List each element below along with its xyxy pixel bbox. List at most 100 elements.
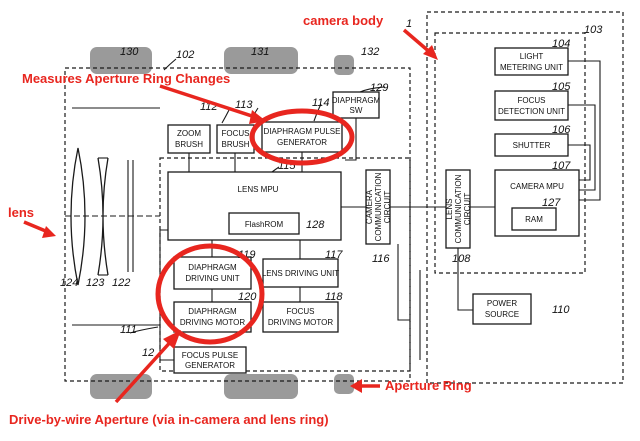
arrowhead-lens [42, 226, 56, 238]
block-camera-communication-circuit: CAMERA COMMUNICATION CIRCUIT [365, 169, 392, 245]
ref-130: 130 [120, 46, 139, 58]
optics [65, 107, 160, 326]
highlight-pulse-generator [249, 108, 355, 166]
ref-113: 113 [235, 99, 253, 111]
ref-117: 117 [325, 249, 343, 261]
block-flashrom: FlashROM [228, 212, 300, 235]
ccc-line2: COMMUNICATION [374, 172, 383, 241]
lmu-line1: LIGHT [520, 52, 544, 61]
lens-element-124 [70, 147, 86, 286]
ram-label: RAM [525, 215, 543, 224]
ldu-label: LENS DRIVING UNIT [262, 269, 339, 278]
ddm-line2: DRIVING MOTOR [180, 318, 245, 327]
ccc-line3: CIRCUIT [383, 191, 392, 224]
annotation-aperture-ring: Aperture Ring [385, 378, 472, 393]
focus-brush-line2: BRUSH [221, 140, 249, 149]
ref-108: 108 [452, 253, 471, 265]
block-focus-brush: FOCUS BRUSH [216, 124, 255, 154]
annotation-camera-body: camera body [303, 13, 384, 28]
ref-131: 131 [251, 46, 269, 58]
dsw-line2: SW [350, 106, 363, 115]
ref-106: 106 [552, 124, 571, 136]
fdm-line2: DRIVING MOTOR [268, 318, 333, 327]
fdu-line1: FOCUS [518, 96, 546, 105]
ref-124: 124 [60, 277, 78, 289]
ref-118: 118 [325, 291, 343, 303]
lens-rings [90, 47, 354, 399]
arrow-measures [159, 84, 259, 120]
ref-127: 127 [542, 197, 561, 209]
ref-128: 128 [306, 219, 325, 231]
camera-body-outline [426, 11, 624, 384]
block-lens-communication-circuit: LENS COMMUNICATION CIRCUIT [445, 169, 472, 249]
ref-104: 104 [552, 38, 570, 50]
ddm-line1: DIAPHRAGM [188, 307, 237, 316]
ref-120: 120 [238, 291, 257, 303]
focus-brush-line1: FOCUS [222, 129, 250, 138]
ring-131-top [224, 47, 298, 74]
fpg-line2: GENERATOR [185, 361, 235, 370]
fpg-line1: FOCUS PULSE [182, 351, 238, 360]
ps-line2: SOURCE [485, 310, 519, 319]
shutter-label: SHUTTER [513, 141, 551, 150]
ref-103: 103 [584, 24, 603, 36]
block-shutter: SHUTTER [494, 133, 569, 157]
dpg-line2: GENERATOR [277, 138, 327, 147]
block-diaphragm-sw: DIAPHRAGM SW [332, 91, 381, 119]
block-focus-detection-unit: FOCUS DETECTION UNIT [494, 90, 569, 121]
ref-123: 123 [86, 277, 105, 289]
lens-mpu-label: LENS MPU [238, 185, 279, 194]
ring-130-top [90, 47, 152, 74]
ref-107: 107 [552, 160, 571, 172]
ref-105: 105 [552, 81, 571, 93]
ring-131-bottom [224, 374, 298, 399]
block-zoom-brush: ZOOM BRUSH [167, 124, 211, 154]
dsw-line1: DIAPHRAGM [332, 96, 381, 105]
zoom-brush-line2: BRUSH [175, 140, 203, 149]
ref-116: 116 [372, 253, 390, 265]
flashrom-label: FlashROM [245, 220, 284, 229]
fdu-line2: DETECTION UNIT [498, 107, 565, 116]
ref-111: 111 [120, 324, 137, 336]
ring-132-top [334, 55, 354, 75]
ref-110: 110 [552, 304, 570, 316]
ref-12: 12 [142, 347, 154, 359]
reference-numerals: 130 102 131 132 1 103 104 105 106 107 12… [60, 18, 603, 359]
block-lens-driving-unit: LENS DRIVING UNIT [262, 258, 339, 288]
annotation-measures-aperture-ring-changes: Measures Aperture Ring Changes [22, 71, 230, 86]
fdm-line1: FOCUS [287, 307, 315, 316]
dpg-line1: DIAPHRAGM PULSE [264, 127, 341, 136]
arrow-lens [23, 220, 49, 234]
block-ram: RAM [511, 207, 557, 231]
block-light-metering-unit: LIGHT METERING UNIT [494, 47, 569, 76]
lmu-line2: METERING UNIT [500, 63, 563, 72]
block-diaphragm-driving-motor: DIAPHRAGM DRIVING MOTOR [173, 301, 252, 333]
ref-129: 129 [370, 82, 388, 94]
lcc-line1: LENS [445, 199, 454, 220]
ccc-line1: CAMERA [365, 189, 374, 224]
annotation-lens: lens [8, 205, 34, 220]
ref-122: 122 [112, 277, 130, 289]
camera-mpu-label: CAMERA MPU [510, 182, 564, 191]
lcc-line2: COMMUNICATION [454, 174, 463, 243]
block-power-source: POWER SOURCE [472, 293, 532, 325]
block-diaphragm-pulse-generator: DIAPHRAGM PULSE GENERATOR [261, 121, 343, 153]
annotation-arrows [23, 28, 438, 404]
arrowhead-measures [249, 110, 266, 124]
block-focus-pulse-generator: FOCUS PULSE GENERATOR [173, 346, 247, 374]
ring-132-bottom [334, 374, 354, 394]
ddu-line2: DRIVING UNIT [185, 274, 239, 283]
arrowhead-camera-body [423, 45, 438, 60]
arrow-drive-by-wire [114, 336, 176, 404]
block-diaphragm-driving-unit: DIAPHRAGM DRIVING UNIT [173, 256, 252, 290]
zoom-brush-line1: ZOOM [177, 129, 201, 138]
ref-114: 114 [312, 97, 330, 109]
ref-132: 132 [361, 46, 379, 58]
annotation-drive-by-wire: Drive-by-wire Aperture (via in-camera an… [9, 412, 329, 427]
block-focus-driving-motor: FOCUS DRIVING MOTOR [262, 301, 339, 333]
lcc-line3: CIRCUIT [463, 193, 472, 226]
ps-line1: POWER [487, 299, 517, 308]
lens-element-123 [97, 157, 109, 276]
highlight-diaphragm-drive [155, 243, 265, 345]
